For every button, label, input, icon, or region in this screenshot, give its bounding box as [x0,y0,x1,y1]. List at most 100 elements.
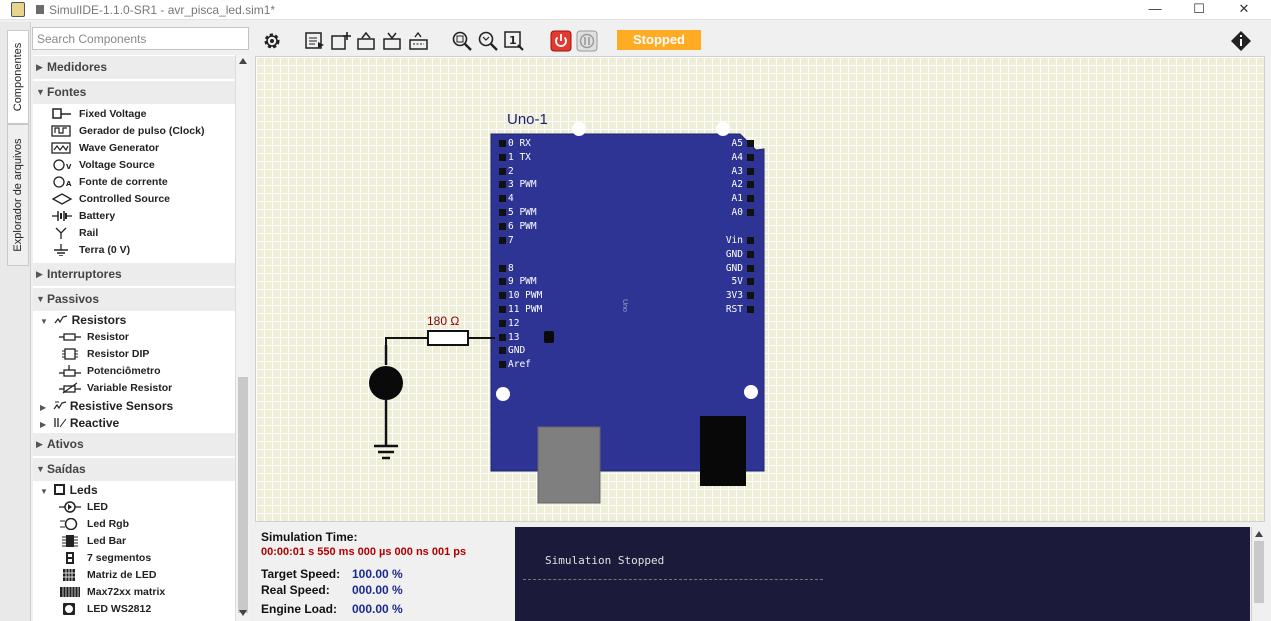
wire[interactable] [385,337,428,353]
maximize-button[interactable]: ☐ [1193,1,1205,16]
header-pin[interactable] [747,181,754,188]
header-pin[interactable] [747,251,754,258]
header-pin[interactable] [499,347,506,354]
component-max72xx-matrix[interactable]: Max72xx matrix [59,584,165,601]
zoom-out-icon[interactable] [477,30,499,52]
header-pin[interactable] [499,334,506,341]
led-rgb-icon [60,518,78,530]
component-ground[interactable]: Terra (0 V) [51,242,130,259]
component-current-source[interactable]: A Fonte de corrente [51,174,168,191]
battery-icon [52,211,72,221]
variable-resistor-icon [59,382,81,394]
subcategory-reactive[interactable]: ▶ Reactive [40,416,120,430]
component-battery[interactable]: Battery [51,208,115,225]
component-led-bar[interactable]: Led Bar [59,533,126,550]
zoom-in-icon[interactable] [451,30,473,52]
header-pin[interactable] [499,320,506,327]
scroll-down-icon[interactable] [238,609,248,617]
header-pin[interactable] [499,195,506,202]
category-interruptores[interactable]: ▶Interruptores [33,263,235,286]
component-potentiometer[interactable]: Potenciômetro [59,363,161,380]
header-pin[interactable] [499,140,506,147]
minimize-button[interactable]: — [1148,1,1162,16]
component-controlled-source[interactable]: Controlled Source [51,191,170,208]
ground-symbol[interactable] [374,444,398,460]
header-pin[interactable] [747,265,754,272]
category-ativos[interactable]: ▶Ativos [33,433,235,456]
component-variable-resistor[interactable]: Variable Resistor [59,380,172,397]
console-scrollbar[interactable] [1251,527,1265,621]
header-pin[interactable] [747,140,754,147]
header-pin[interactable] [747,306,754,313]
component-wave-generator[interactable]: Wave Generator [51,140,159,157]
component-seven-segment[interactable]: 7 segmentos [59,550,151,567]
header-pin[interactable] [499,209,506,216]
header-pin[interactable] [747,278,754,285]
header-pin[interactable] [747,168,754,175]
save-as-icon[interactable] [304,30,326,52]
component-led-ws2812[interactable]: LED WS2812 [59,601,151,618]
header-pin[interactable] [747,292,754,299]
header-pin[interactable] [499,306,506,313]
led-icon [59,501,81,513]
save-icon[interactable] [382,30,404,52]
header-pin[interactable] [499,223,506,230]
pin-label: A5 [731,138,743,149]
open-icon[interactable] [356,30,378,52]
scrollbar-thumb[interactable] [238,377,248,613]
component-led[interactable]: LED [59,499,108,516]
category-saidas[interactable]: ▼Saídas [33,458,235,481]
header-pin[interactable] [499,361,506,368]
info-icon[interactable] [1230,30,1252,52]
gear-icon[interactable] [261,30,283,52]
header-pin[interactable] [747,154,754,161]
component-clock[interactable]: Gerador de pulso (Clock) [51,123,204,140]
new-circuit-icon[interactable] [330,30,352,52]
resistor-180[interactable] [427,330,469,346]
resistors-category-icon [54,315,68,324]
component-resistor[interactable]: Resistor [59,329,129,346]
led[interactable] [369,366,403,400]
pause-icon[interactable] [576,30,598,52]
tab-file-explorer[interactable]: Explorador de arquivos [7,124,29,266]
rail-icon [55,227,67,239]
console-scroll-up-icon[interactable] [1254,530,1264,538]
header-pin[interactable] [747,195,754,202]
header-pin[interactable] [499,237,506,244]
header-pin[interactable] [499,154,506,161]
output-console[interactable]: Simulation Stopped [515,527,1250,621]
header-pin[interactable] [499,265,506,272]
mount-hole [572,122,586,136]
component-resistor-dip[interactable]: Resistor DIP [59,346,149,363]
close-button[interactable]: ✕ [1238,1,1250,16]
component-led-matrix[interactable]: Matriz de LED [59,567,156,584]
category-medidores[interactable]: ▶Medidores [33,56,235,79]
subcategory-leds[interactable]: ▼ Leds [40,483,98,497]
power-icon[interactable] [550,30,572,52]
scroll-up-icon[interactable] [238,57,248,65]
tab-components[interactable]: Componentes [7,30,29,124]
component-fixed-voltage[interactable]: Fixed Voltage [51,106,147,123]
subcategory-resistive-sensors[interactable]: ▶ Resistive Sensors [40,399,174,413]
header-pin[interactable] [747,237,754,244]
subcategory-resistors[interactable]: ▼ Resistors [40,313,127,327]
search-input[interactable] [32,27,249,50]
component-led-rgb[interactable]: Led Rgb [59,516,129,533]
pin-label: 3 PWM [508,179,537,190]
console-scrollbar-thumb[interactable] [1254,541,1264,603]
zoom-reset-icon[interactable]: 1 [503,30,525,52]
header-pin[interactable] [747,209,754,216]
header-pin[interactable] [499,168,506,175]
header-pin[interactable] [499,292,506,299]
export-icon[interactable] [408,30,430,52]
header-pin[interactable] [499,278,506,285]
clock-icon [51,125,71,137]
component-tree-scrollbar[interactable] [235,55,249,621]
category-fontes[interactable]: ▼Fontes [33,81,235,104]
header-pin[interactable] [499,181,506,188]
arduino-uno-board[interactable] [490,133,765,472]
component-rail[interactable]: Rail [51,225,98,242]
category-passivos[interactable]: ▼Passivos [33,288,235,311]
component-voltage-source[interactable]: V Voltage Source [51,157,155,174]
